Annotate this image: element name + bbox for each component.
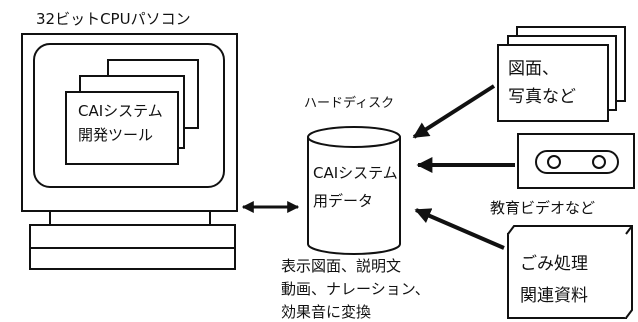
- video-label: 教育ビデオなど: [490, 199, 595, 217]
- stored-items-line2: 動画、ナレーション、: [281, 280, 430, 298]
- materials-to-disk-arrow: [414, 208, 505, 250]
- window-front: [65, 91, 179, 165]
- drawings-label-line1: 図面、: [508, 59, 559, 79]
- hard-disk-label: ハードディスク: [304, 95, 394, 111]
- stored-items-line1: 表示図面、説明文: [281, 257, 401, 275]
- computer-title: 32ビットCPUパソコン: [36, 10, 191, 28]
- monitor-screen: [33, 43, 225, 188]
- materials-label-line2: 関連資料: [520, 286, 588, 306]
- software-label-line1: CAIシステム: [78, 102, 163, 120]
- hard-disk-cylinder: [307, 126, 401, 255]
- materials-box: [507, 225, 633, 319]
- stored-items-line3: 効果音に変換: [281, 303, 371, 321]
- disk-content-line2: 用データ: [313, 192, 373, 210]
- personal-computer: [21, 33, 238, 270]
- software-label-line2: 開発ツール: [78, 126, 153, 144]
- materials-label-line1: ごみ処理: [520, 254, 588, 274]
- disk-content-line1: CAIシステム: [313, 164, 398, 182]
- drawings-label-line2: 写真など: [508, 87, 576, 107]
- video-cassette: [517, 133, 635, 189]
- drawings-document-stack: [497, 26, 626, 122]
- drawings-to-disk-arrow: [412, 84, 496, 139]
